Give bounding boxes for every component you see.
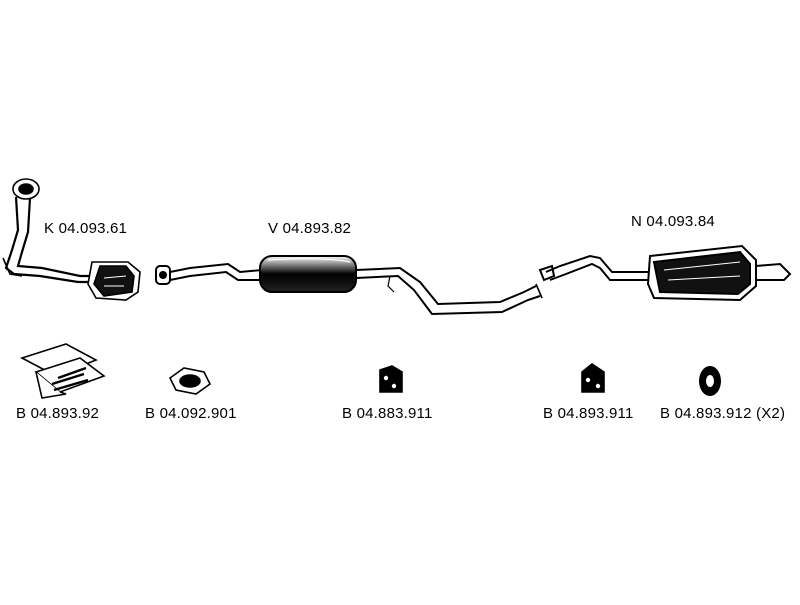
part-label-rubber-hanger-rear: B 04.893.911 (543, 405, 634, 422)
rubber-hanger-icon (581, 363, 605, 393)
part-label-rear-silencer: N 04.093.84 (631, 213, 715, 230)
part-label-rubber-hanger-front: B 04.883.911 (342, 405, 433, 422)
rubber-hanger-icon (379, 365, 403, 393)
part-label-flange-gasket: B 04.092.901 (145, 405, 237, 422)
mounting-kit-box-icon (19, 343, 106, 399)
rubber-ring-icon (699, 366, 721, 396)
flange-gasket-icon (168, 367, 212, 395)
rear-silencer-icon (538, 244, 792, 302)
catalytic-converter-icon (2, 178, 141, 301)
part-label-middle-silencer: V 04.893.82 (268, 220, 352, 237)
middle-silencer-pipe-icon (155, 255, 543, 316)
part-label-mounting-kit: B 04.893.92 (16, 405, 100, 422)
part-label-catalytic-converter: K 04.093.61 (44, 220, 128, 237)
part-label-rubber-ring: B 04.893.912 (X2) (660, 405, 786, 422)
